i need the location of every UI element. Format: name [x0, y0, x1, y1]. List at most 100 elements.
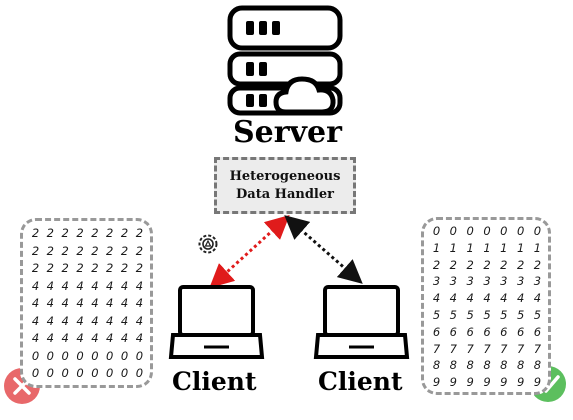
digit-glyph: 2: [76, 261, 84, 275]
digit-glyph: 9: [466, 375, 474, 390]
digit-glyph: 9: [533, 375, 542, 390]
digit-glyph: 5: [500, 308, 508, 322]
digit-glyph: 0: [135, 366, 144, 380]
digit-glyph: 4: [61, 278, 69, 293]
digit-glyph: 8: [533, 358, 542, 373]
digit-glyph: 5: [483, 308, 491, 322]
digit-glyph: 2: [120, 261, 129, 275]
digit-glyph: 3: [466, 274, 474, 289]
digit-glyph: 2: [91, 261, 99, 275]
digit-glyph: 4: [106, 331, 114, 345]
digit-glyph: 2: [61, 261, 69, 275]
digit-glyph: 6: [449, 324, 457, 339]
client-label-right: Client: [318, 367, 403, 396]
digit-glyph: 4: [483, 291, 491, 306]
digit-glyph: 2: [31, 261, 40, 275]
digit-glyph: 2: [46, 226, 54, 240]
digit-glyph: 4: [61, 296, 69, 310]
digit-glyph: 2: [61, 226, 69, 240]
digit-glyph: 4: [91, 313, 99, 328]
digit-glyph: 2: [135, 243, 144, 258]
digit-glyph: 9: [516, 375, 525, 390]
digit-glyph: 4: [106, 313, 114, 328]
digit-glyph: 5: [533, 308, 542, 322]
digit-glyph: 2: [120, 226, 129, 240]
digit-glyph: 1: [500, 240, 508, 255]
digit-glyph: 8: [432, 358, 441, 373]
digit-glyph: 6: [533, 324, 542, 339]
digit-glyph: 0: [432, 224, 441, 238]
digit-glyph: 0: [106, 348, 114, 363]
digit-glyph: 2: [135, 261, 144, 275]
digit-glyph: 2: [466, 257, 474, 272]
digit-glyph: 2: [76, 243, 84, 258]
digit-glyph: 0: [31, 366, 40, 380]
digit-glyph: 0: [120, 366, 129, 380]
digit-glyph: 1: [432, 240, 441, 255]
digit-glyph: 2: [106, 226, 114, 240]
digit-glyph: 4: [500, 291, 508, 306]
digit-glyph: 3: [516, 274, 525, 289]
digit-glyph: 1: [449, 240, 457, 255]
digit-glyph: 7: [483, 341, 491, 356]
digit-glyph: 4: [466, 291, 474, 306]
digit-glyph: 4: [46, 313, 54, 328]
digit-glyph: 4: [135, 313, 144, 328]
digit-glyph: 3: [449, 274, 457, 289]
digit-glyph: 3: [533, 274, 542, 289]
digit-glyph: 0: [483, 224, 491, 238]
digit-glyph: 4: [46, 278, 54, 293]
digit-glyph: 8: [449, 358, 457, 373]
digit-glyph: 4: [120, 331, 129, 345]
digit-glyph: 9: [500, 375, 508, 390]
heterogeneous-data-handler-box: Heterogeneous Data Handler: [214, 157, 356, 214]
digit-glyph: 4: [106, 278, 114, 293]
digit-glyph: 7: [466, 341, 474, 356]
digit-glyph: 2: [31, 226, 40, 240]
digit-glyph: 2: [91, 243, 99, 258]
digit-glyph: 0: [91, 348, 99, 363]
digit-glyph: 2: [31, 243, 40, 258]
digit-glyph: 7: [516, 341, 525, 356]
digit-glyph: 0: [516, 224, 525, 238]
laptop-icon: [313, 285, 410, 359]
laptop-icon: [168, 285, 265, 359]
digit-glyph: 5: [449, 308, 457, 322]
digit-glyph: 0: [46, 348, 54, 363]
digit-glyph: 5: [466, 308, 474, 322]
digit-glyph: 2: [483, 257, 491, 272]
digit-glyph: 2: [135, 226, 144, 240]
digit-glyph: 0: [500, 224, 508, 238]
digit-glyph: 0: [46, 366, 54, 380]
digit-glyph: 2: [432, 257, 441, 272]
digit-glyph: 9: [432, 375, 441, 390]
digit-glyph: 4: [432, 291, 441, 306]
handler-line-1: Heterogeneous: [229, 168, 341, 184]
digit-glyph: 4: [120, 313, 129, 328]
arrow-handler-right-client: [284, 215, 363, 284]
digit-glyph: 9: [449, 375, 457, 390]
digit-glyph: 0: [466, 224, 474, 238]
digit-glyph: 4: [135, 296, 144, 310]
digit-glyph: 2: [516, 257, 525, 272]
digit-glyph: 4: [135, 278, 144, 293]
digit-glyph: 0: [76, 366, 84, 380]
arrow-handler-left-client: [209, 214, 290, 289]
digit-glyph: 1: [466, 240, 474, 255]
digit-glyph: 0: [31, 348, 40, 363]
digit-glyph: 8: [516, 358, 525, 373]
